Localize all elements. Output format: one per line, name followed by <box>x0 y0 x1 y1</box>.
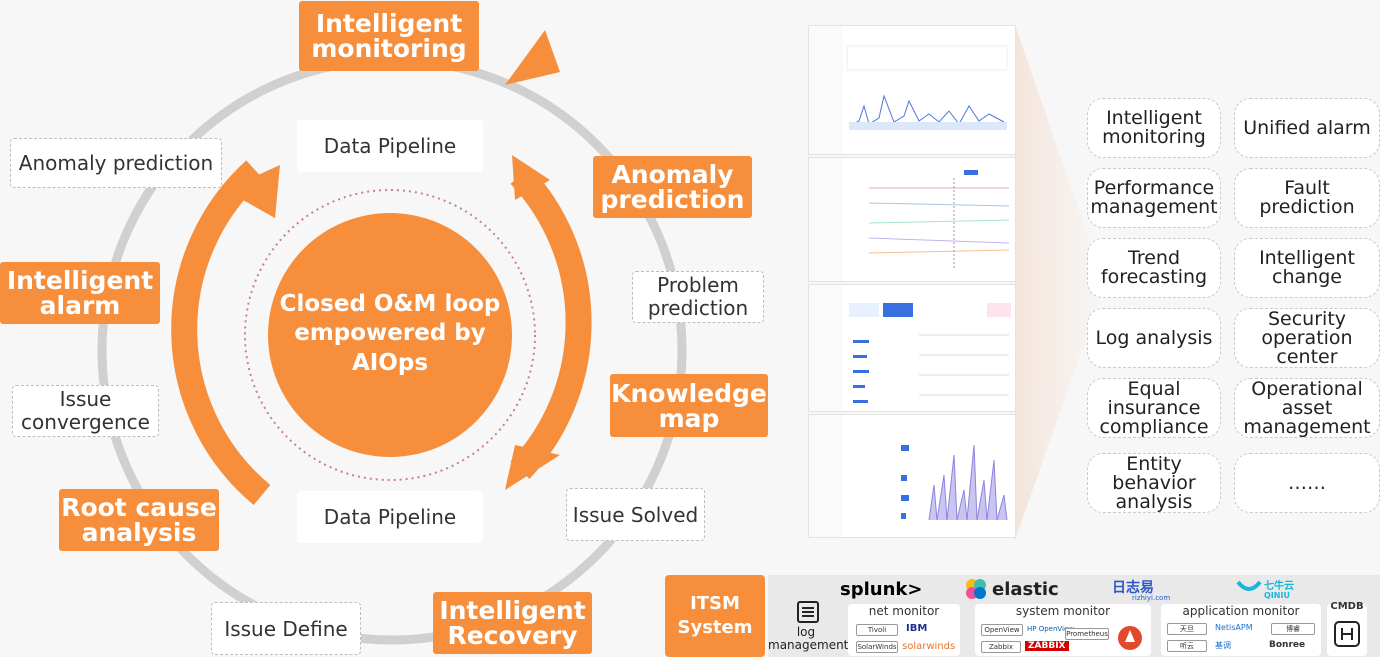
net-monitor-title: net monitor <box>868 604 940 618</box>
outer-arrowhead <box>505 30 560 85</box>
net-monitor-group: net monitor Tivoli IBM SolarWinds solarw… <box>848 604 960 656</box>
capability-log-analysis: Log analysis <box>1087 308 1221 368</box>
splunk-logo: splunk> <box>840 578 923 600</box>
capability-intelligent-monitoring: Intelligent monitoring <box>1087 98 1221 158</box>
capability-operational-asset-management: Operational asset management <box>1234 378 1380 438</box>
ibm-item: IBM <box>906 623 928 634</box>
itsm-system: ITSM System <box>665 575 765 657</box>
label-anomaly-prediction-white: Anomaly prediction <box>10 138 222 188</box>
fan-connector <box>1015 25 1105 540</box>
openview-item: OpenView <box>981 624 1023 636</box>
log-management-icon <box>795 600 821 624</box>
borui-item: 博睿 <box>1271 623 1315 635</box>
center-text: Closed O&M loop empowered by AIOps <box>279 291 501 376</box>
bonree-item: Bonree <box>1269 640 1306 650</box>
rizhiyi-logo: 日志易 <box>1112 580 1154 596</box>
inner-arrowtail-right <box>512 155 550 200</box>
log-mini-table <box>809 285 1011 411</box>
qiniu-logo: 七牛云 <box>1264 580 1294 592</box>
qiniu-logo-sub: QINIU <box>1264 591 1290 600</box>
screenshot-monitoring-dashboard <box>808 25 1016 155</box>
jidiao-item: 基调 <box>1215 641 1231 650</box>
system-monitor-group: system monitor OpenView HP OpenView Prom… <box>975 604 1151 656</box>
capability-unified-alarm: Unified alarm <box>1234 98 1380 158</box>
netis-item: NetisAPM <box>1215 623 1253 632</box>
screenshot-trend-chart <box>808 157 1016 282</box>
cmdb-group: CMDB <box>1327 601 1367 656</box>
elastic-logo: elastic <box>992 578 1059 600</box>
label-intelligent-alarm: Intelligent alarm <box>0 262 160 324</box>
qiniu-icon <box>1236 578 1262 598</box>
cmdb-icon <box>1333 620 1361 648</box>
screenshot-spike-chart <box>808 414 1016 538</box>
elastic-icon <box>965 578 987 600</box>
tiandan-item: 天旦 <box>1167 623 1207 635</box>
capability-more: …… <box>1234 453 1380 513</box>
zabbix-item: Zabbix <box>981 641 1021 653</box>
capability-performance-management: Performance management <box>1087 168 1221 228</box>
inner-arrowhead-right <box>505 445 560 490</box>
application-monitor-title: application monitor <box>1182 604 1300 618</box>
inner-arc-right <box>510 166 592 479</box>
label-issue-define: Issue Define <box>211 602 361 655</box>
capability-intelligent-change: Intelligent change <box>1234 238 1380 298</box>
prometheus-item: Prometheus <box>1065 628 1109 640</box>
label-anomaly-prediction: Anomaly prediction <box>593 156 752 218</box>
label-problem-prediction: Problem prediction <box>632 271 764 323</box>
tivoli-item: Tivoli <box>856 624 898 636</box>
inner-arc-left <box>171 160 271 506</box>
cycle-diagram <box>97 30 687 645</box>
rizhiyi-logo-sub: rizhiyi.com <box>1132 594 1171 602</box>
spike-mini-chart <box>809 415 1008 537</box>
label-issue-solved: Issue Solved <box>566 488 705 541</box>
center-circle <box>268 213 512 457</box>
label-intelligent-monitoring: Intelligent monitoring <box>299 1 479 71</box>
trend-mini-chart <box>809 158 1010 281</box>
data-pipeline-bottom: Data Pipeline <box>297 491 483 543</box>
prometheus-flame-icon <box>1115 624 1145 652</box>
screenshot-log-analysis <box>808 284 1016 412</box>
capability-equal-insurance-compliance: Equal insurance compliance <box>1087 378 1221 438</box>
label-knowledge-map: Knowledge map <box>610 374 768 437</box>
solarwinds-item: SolarWinds <box>856 641 898 653</box>
capability-security-operation-center: Security operation center <box>1234 308 1380 368</box>
label-root-cause-analysis: Root cause analysis <box>59 489 219 551</box>
log-management-label: log management <box>768 625 849 652</box>
zabbix-logo: ZABBIX <box>1025 641 1069 651</box>
inner-arrowhead-left <box>225 165 280 218</box>
capability-trend-forecasting: Trend forecasting <box>1087 238 1221 298</box>
label-issue-convergence: Issue convergence <box>12 385 159 437</box>
solarwinds-logo: solarwinds <box>902 641 956 652</box>
dotted-ring <box>244 189 536 481</box>
capability-fault-prediction: Fault prediction <box>1234 168 1380 228</box>
hp-openview-item: HP OpenView <box>1027 625 1075 633</box>
capability-entity-behavior-analysis: Entity behavior analysis <box>1087 453 1221 513</box>
label-intelligent-recovery: Intelligent Recovery <box>433 592 592 654</box>
cmdb-title: CMDB <box>1330 601 1364 612</box>
system-monitor-title: system monitor <box>1015 604 1111 618</box>
application-monitor-group: application monitor 天旦 NetisAPM 博睿 听云 基调… <box>1161 604 1321 656</box>
data-pipeline-top: Data Pipeline <box>297 120 483 172</box>
tingyun-item: 听云 <box>1167 640 1207 652</box>
dashboard-mini-chart <box>809 26 1008 154</box>
